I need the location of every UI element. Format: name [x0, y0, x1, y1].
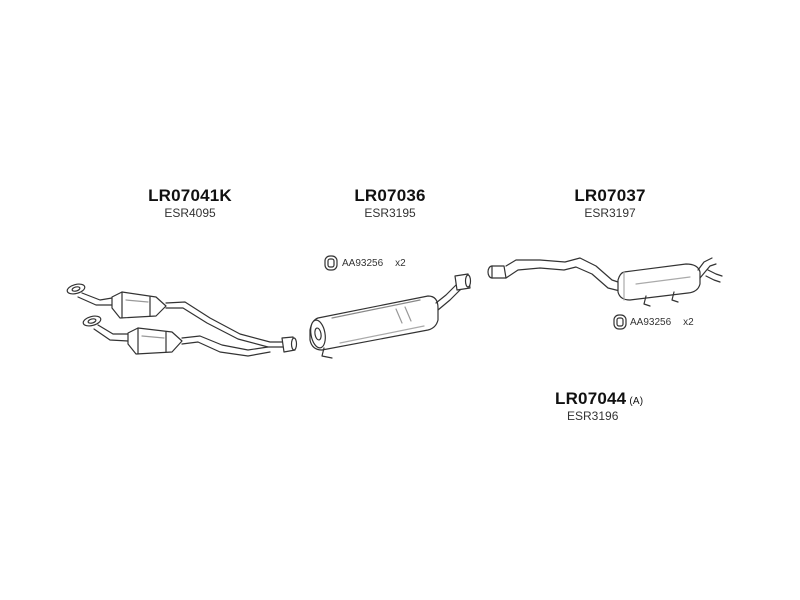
clamp-qty: x2 [683, 317, 694, 328]
middle-silencer-assembly [309, 273, 472, 359]
inlet-flange-icon [82, 315, 102, 327]
outlet-collar-icon [281, 336, 298, 353]
label-front: LR07041K ESR4095 [130, 187, 250, 219]
part-number: LR07037 [574, 186, 646, 205]
label-middle: LR07036 ESR3195 [330, 187, 450, 219]
catalyst-icon [111, 291, 167, 319]
oe-number: ESR4095 [164, 206, 216, 220]
catalyst-icon [127, 327, 183, 355]
label-rear: LR07037 ESR3197 [550, 187, 670, 219]
inlet-sleeve-icon [487, 265, 507, 279]
oe-number: ESR3196 [567, 409, 619, 423]
oe-number: ESR3197 [584, 206, 636, 220]
part-number-text: LR07044 [555, 389, 627, 408]
part-number: LR07036 [354, 186, 426, 205]
clamp-label-2: AA93256 x2 [630, 317, 694, 328]
rear-silencer-assembly [487, 257, 723, 307]
oe-number: ESR3195 [364, 206, 416, 220]
clamp-code: AA93256 [630, 317, 672, 328]
clamp-icon [324, 255, 338, 271]
silencer-icon [617, 263, 701, 301]
clamp-label-1: AA93256 x2 [342, 258, 406, 269]
clamp-code: AA93256 [342, 258, 384, 269]
outlet-flange-icon [454, 273, 472, 291]
inlet-flange-icon [66, 283, 86, 295]
label-kit: LR07044(A) ESR3196 [555, 390, 695, 422]
silencer-icon [309, 295, 439, 351]
front-pipe-assembly [66, 283, 298, 357]
part-note: (A) [629, 396, 644, 407]
part-number: LR07044(A) [555, 390, 695, 407]
part-number: LR07041K [148, 186, 232, 205]
clamp-qty: x2 [395, 258, 406, 269]
clamp-icon [613, 314, 627, 330]
